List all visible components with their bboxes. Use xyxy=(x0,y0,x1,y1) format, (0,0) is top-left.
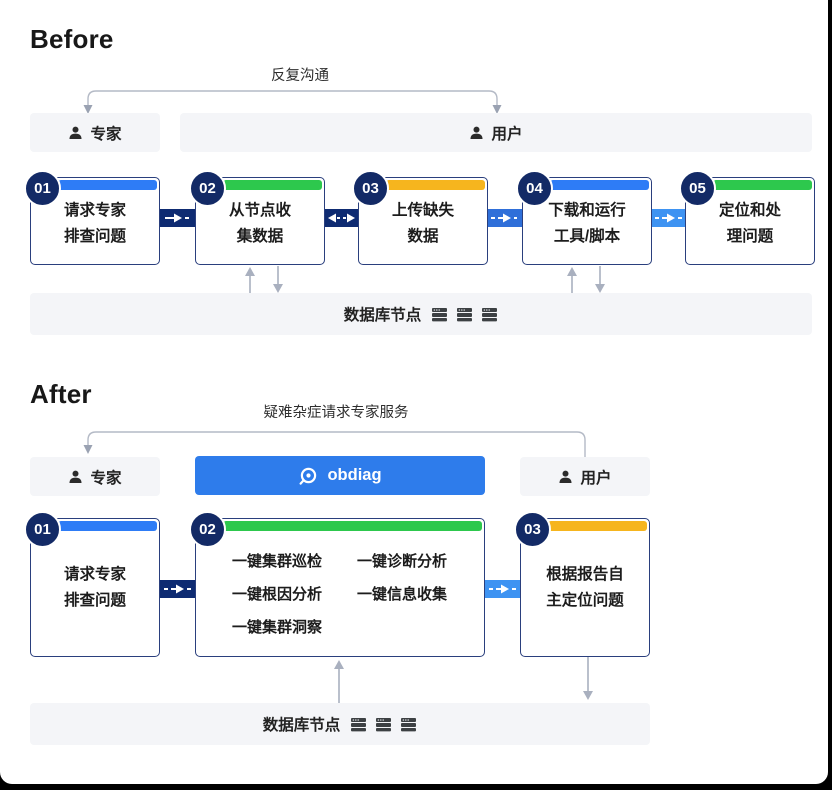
step-line: 上传缺失 xyxy=(391,202,454,219)
step-badge: 01 xyxy=(24,170,61,207)
step-line: 排查问题 xyxy=(63,592,126,609)
person-icon xyxy=(69,126,82,139)
step-color-bar xyxy=(223,521,482,531)
after-comm-arrow xyxy=(83,431,586,457)
connector-arrow-right xyxy=(488,209,522,227)
connector-arrow-both xyxy=(325,209,358,227)
before-step-5: 05 定位和处理问题 xyxy=(679,170,815,265)
server-icon xyxy=(376,717,392,731)
after-expert-box: 专家 xyxy=(30,457,160,496)
server-icon xyxy=(482,307,498,321)
before-step-1: 01 请求专家排查问题 xyxy=(24,170,160,265)
step-line: 下载和运行 xyxy=(548,202,626,219)
up-arrow xyxy=(245,267,255,294)
before-step-3: 03 上传缺失数据 xyxy=(352,170,488,265)
before-title: Before xyxy=(30,24,114,54)
feature-item: 一键根因分析 xyxy=(232,586,323,603)
person-icon xyxy=(470,126,483,139)
step-badge: 03 xyxy=(514,511,551,548)
person-icon xyxy=(559,470,572,483)
before-user-label: 用户 xyxy=(491,125,523,143)
step-badge: 01 xyxy=(24,511,61,548)
step-color-bar xyxy=(223,180,322,190)
after-step-1: 01 请求专家排查问题 xyxy=(24,511,160,657)
down-arrow xyxy=(583,657,593,700)
before-expert-label: 专家 xyxy=(90,125,122,143)
step-badge: 02 xyxy=(189,170,226,207)
step-color-bar xyxy=(386,180,485,190)
step-badge: 02 xyxy=(189,511,226,548)
connector-arrow-right xyxy=(160,209,195,227)
feature-item: 一键信息收集 xyxy=(357,586,448,603)
up-arrow xyxy=(334,660,344,703)
step-line: 集数据 xyxy=(236,228,284,245)
before-db-label: 数据库节点 xyxy=(343,307,422,324)
step-color-bar xyxy=(58,180,157,190)
step-line: 请求专家 xyxy=(63,202,126,219)
obdiag-features: 一键集群巡检 一键诊断分析 一键根因分析 一键信息收集 一键集群洞察 xyxy=(232,549,482,641)
step-badge: 05 xyxy=(679,170,716,207)
before-comm-label: 反复沟通 xyxy=(271,68,329,84)
step-badge: 03 xyxy=(352,170,389,207)
step-color-bar xyxy=(713,180,812,190)
step-line: 定位和处 xyxy=(718,202,781,219)
obdiag-label: obdiag xyxy=(327,466,382,484)
after-user-box: 用户 xyxy=(520,457,650,496)
server-icon xyxy=(351,717,367,731)
after-comm-label: 疑难杂症请求专家服务 xyxy=(263,405,409,421)
after-user-label: 用户 xyxy=(580,469,612,487)
before-step-4: 04 下载和运行工具/脚本 xyxy=(516,170,652,265)
step-color-bar xyxy=(58,521,157,531)
server-icon xyxy=(432,307,448,321)
step-line: 理问题 xyxy=(726,228,774,245)
up-arrow xyxy=(567,267,577,294)
after-db-bar: 数据库节点 xyxy=(30,703,650,745)
after-expert-label: 专家 xyxy=(90,469,122,487)
before-db-bar: 数据库节点 xyxy=(30,293,812,335)
server-icons xyxy=(431,307,498,322)
step-line: 根据报告自 xyxy=(546,566,624,583)
after-step-3: 03 根据报告自主定位问题 xyxy=(514,511,650,657)
connector-arrow-right xyxy=(485,580,520,598)
before-comm-arrow xyxy=(83,90,502,114)
step-badge: 04 xyxy=(516,170,553,207)
magnifier-icon xyxy=(299,467,317,485)
step-line: 请求专家 xyxy=(63,566,126,583)
after-db-label: 数据库节点 xyxy=(262,717,341,734)
server-icon xyxy=(457,307,473,321)
person-icon xyxy=(69,470,82,483)
after-title: After xyxy=(30,379,92,409)
step-line: 从节点收 xyxy=(228,202,291,219)
down-arrow xyxy=(595,266,605,293)
server-icon xyxy=(401,717,417,731)
before-user-box: 用户 xyxy=(180,113,812,152)
step-line: 排查问题 xyxy=(63,228,126,245)
before-step-2: 02 从节点收集数据 xyxy=(189,170,325,265)
before-expert-box: 专家 xyxy=(30,113,160,152)
step-color-bar xyxy=(548,521,647,531)
down-arrow xyxy=(273,266,283,293)
step-line: 主定位问题 xyxy=(546,592,624,609)
feature-item: 一键集群洞察 xyxy=(232,619,323,636)
connector-arrow-right xyxy=(160,580,195,598)
step-color-bar xyxy=(550,180,649,190)
server-icons xyxy=(350,717,417,732)
feature-item: 一键集群巡检 xyxy=(232,553,323,570)
step-line: 数据 xyxy=(407,228,439,245)
after-step-2: 02 一键集群巡检 一键诊断分析 一键根因分析 一键信息收集 一键集群洞察 xyxy=(189,511,485,657)
connector-arrow-right xyxy=(652,209,685,227)
step-line: 工具/脚本 xyxy=(553,228,621,245)
obdiag-button[interactable]: obdiag xyxy=(195,456,485,495)
feature-item: 一键诊断分析 xyxy=(357,553,448,570)
